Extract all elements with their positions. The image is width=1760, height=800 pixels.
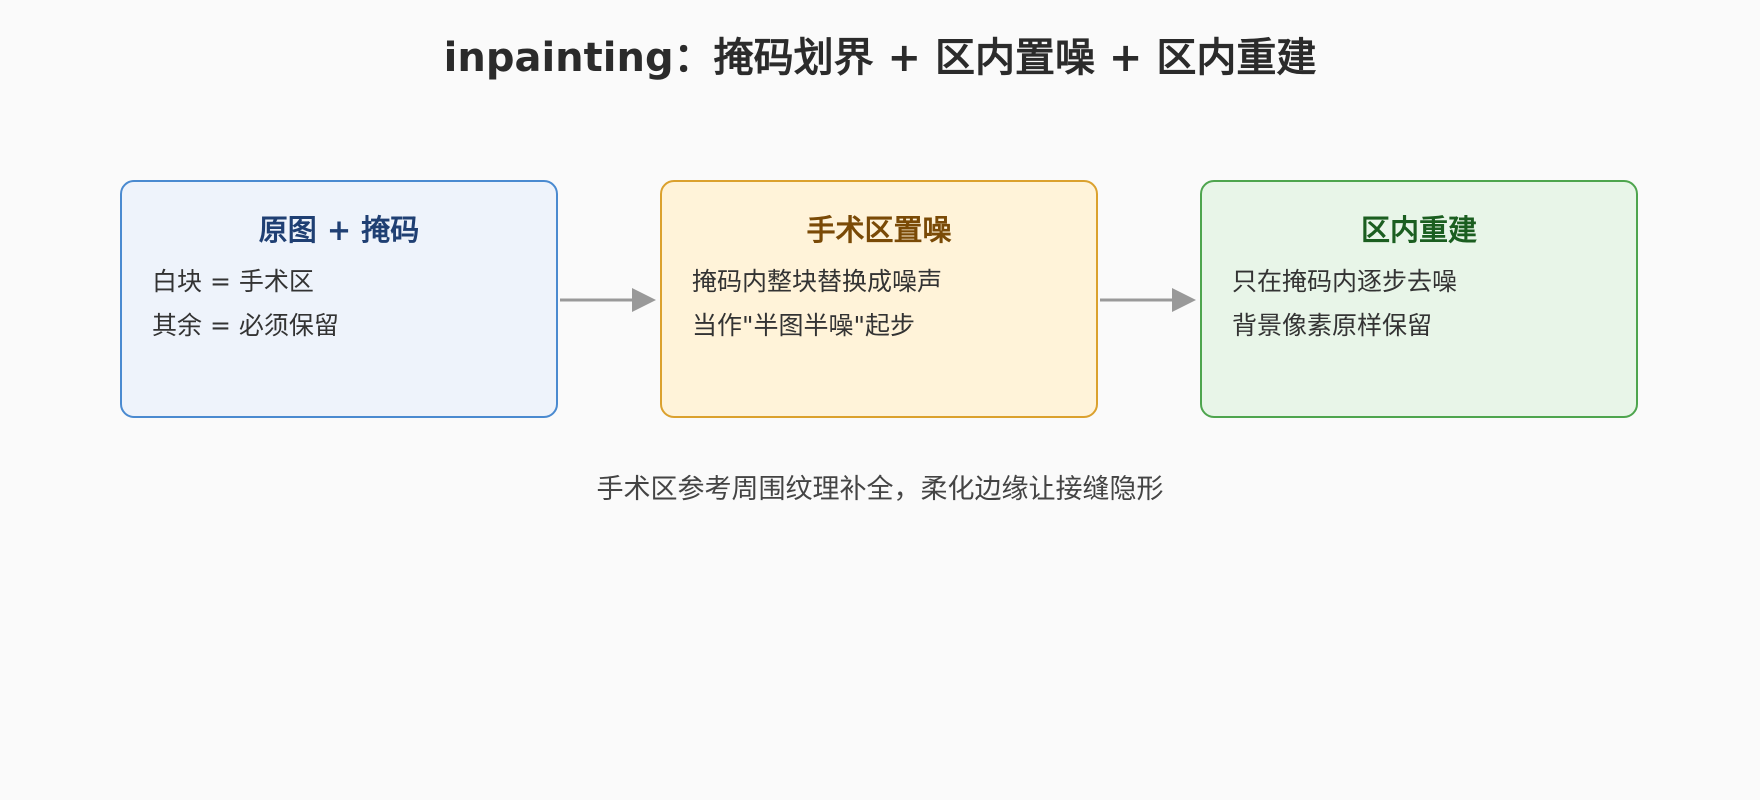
step-line: 白块 = 手术区 [152,267,314,296]
diagram-title: inpainting：掩码划界 + 区内置噪 + 区内重建 [443,35,1317,81]
diagram-caption: 手术区参考周围纹理补全，柔化边缘让接缝隐形 [596,474,1164,505]
step-box-original-mask: 原图 + 掩码 白块 = 手术区 其余 = 必须保留 [120,180,558,418]
step-title: 区内重建 [1360,213,1477,247]
step-box-rebuild: 区内重建 只在掩码内逐步去噪 背景像素原样保留 [1200,180,1638,418]
arrow-1-to-2 [560,288,656,312]
step-box-noise-region: 手术区置噪 掩码内整块替换成噪声 当作"半图半噪"起步 [660,180,1098,418]
arrow-head [1172,288,1196,312]
step-line: 背景像素原样保留 [1232,311,1433,340]
arrow-head [632,288,656,312]
step-line: 掩码内整块替换成噪声 [692,267,943,296]
step-line: 只在掩码内逐步去噪 [1232,267,1458,296]
arrow-2-to-3 [1100,288,1196,312]
step-line: 其余 = 必须保留 [152,311,339,340]
step-title: 原图 + 掩码 [258,213,420,247]
step-title: 手术区置噪 [806,213,952,247]
step-line: 当作"半图半噪"起步 [692,311,915,340]
